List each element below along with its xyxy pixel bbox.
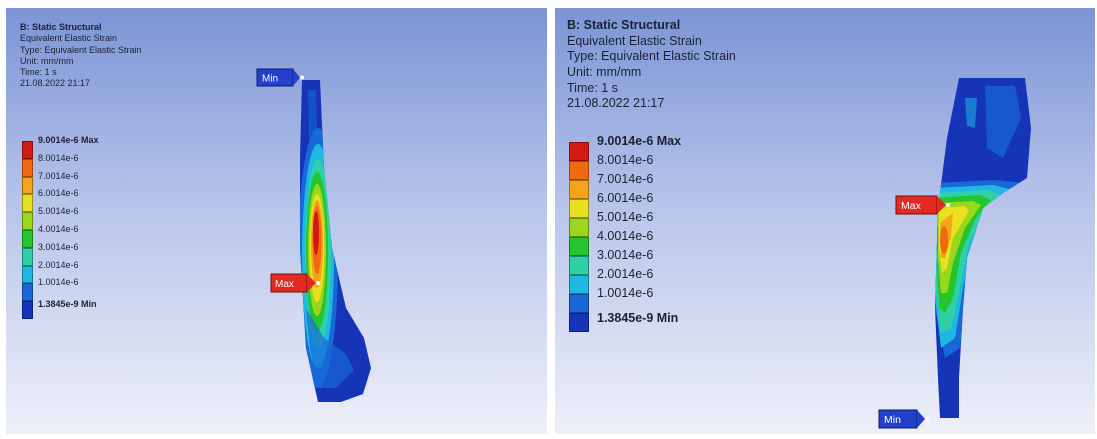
legend-swatch bbox=[22, 212, 33, 230]
legend-max-label: 9.0014e-6 Max bbox=[38, 135, 99, 145]
min-probe-tag[interactable]: Min bbox=[256, 68, 304, 87]
result-date: 21.08.2022 21:17 bbox=[20, 78, 91, 89]
result-type: Type: Equivalent Elastic Strain bbox=[20, 44, 142, 55]
legend-swatch bbox=[22, 194, 33, 213]
legend-label: 7.0014e-6 bbox=[38, 170, 79, 181]
legend-label: 4.0014e-6 bbox=[38, 223, 79, 234]
legend-label: 3.0014e-6 bbox=[597, 248, 654, 262]
result-info: B: Static Structural Equivalent Elastic … bbox=[20, 22, 142, 90]
max-probe-tag[interactable]: Max bbox=[895, 195, 950, 215]
legend-min-label: 1.3845e-9 Min bbox=[597, 311, 679, 325]
result-unit: Unit: mm/mm bbox=[20, 55, 74, 66]
legend-swatch bbox=[569, 237, 589, 256]
legend-label: 6.0014e-6 bbox=[597, 191, 654, 205]
color-legend[interactable]: 9.0014e-6 Max 8.0014e-6 7.0014e-6 6.0014… bbox=[22, 135, 99, 319]
left-viewport[interactable]: B: Static Structural Equivalent Elastic … bbox=[6, 8, 547, 434]
legend-min-label: 1.3845e-9 Min bbox=[38, 299, 97, 309]
legend-swatch bbox=[22, 176, 33, 195]
max-probe-tag[interactable]: Max bbox=[270, 273, 320, 293]
legend-swatch bbox=[22, 229, 33, 248]
max-tag-label: Max bbox=[901, 200, 922, 212]
legend-swatch bbox=[569, 294, 589, 313]
legend-swatch bbox=[569, 256, 589, 275]
legend-swatch bbox=[569, 199, 589, 218]
max-tag-label: Max bbox=[275, 279, 294, 290]
legend-swatch bbox=[569, 142, 589, 161]
legend-label: 6.0014e-6 bbox=[38, 188, 79, 199]
legend-label: 1.0014e-6 bbox=[38, 277, 79, 288]
result-unit: Unit: mm/mm bbox=[567, 64, 642, 79]
analysis-title: B: Static Structural bbox=[567, 18, 681, 32]
legend-label: 4.0014e-6 bbox=[597, 229, 654, 243]
legend-swatch bbox=[22, 247, 33, 266]
legend-label: 8.0014e-6 bbox=[38, 152, 79, 163]
legend-label: 5.0014e-6 bbox=[597, 210, 654, 224]
legend-label: 7.0014e-6 bbox=[597, 172, 654, 186]
legend-label: 1.0014e-6 bbox=[597, 286, 654, 300]
legend-swatch bbox=[22, 158, 33, 177]
legend-label: 5.0014e-6 bbox=[38, 206, 79, 217]
min-probe-tag[interactable]: Min bbox=[878, 409, 929, 429]
min-tag-label: Min bbox=[884, 414, 901, 426]
legend-label: 8.0014e-6 bbox=[597, 153, 654, 167]
legend-swatch bbox=[22, 301, 33, 319]
legend-swatch bbox=[569, 180, 589, 199]
min-tag-label: Min bbox=[262, 74, 278, 85]
legend-swatch bbox=[22, 283, 33, 302]
analysis-title: B: Static Structural bbox=[20, 22, 102, 32]
result-name: Equivalent Elastic Strain bbox=[567, 33, 702, 48]
legend-swatch bbox=[569, 313, 589, 332]
strain-contour-model[interactable]: Min Max bbox=[6, 8, 547, 434]
legend-swatch bbox=[22, 265, 33, 284]
legend-label: 2.0014e-6 bbox=[597, 267, 654, 281]
result-time: Time: 1 s bbox=[20, 67, 57, 77]
legend-label: 2.0014e-6 bbox=[38, 259, 79, 270]
result-info: B: Static Structural Equivalent Elastic … bbox=[567, 18, 736, 112]
legend-swatch bbox=[569, 275, 589, 294]
legend-max-label: 9.0014e-6 Max bbox=[597, 134, 682, 148]
right-viewport[interactable]: B: Static Structural Equivalent Elastic … bbox=[555, 8, 1095, 434]
result-time: Time: 1 s bbox=[567, 80, 618, 95]
result-name: Equivalent Elastic Strain bbox=[20, 33, 118, 44]
result-type: Type: Equivalent Elastic Strain bbox=[567, 49, 736, 64]
color-legend[interactable]: 9.0014e-6 Max 8.0014e-6 7.0014e-6 6.0014… bbox=[569, 134, 681, 332]
legend-swatch bbox=[569, 161, 589, 180]
legend-label: 3.0014e-6 bbox=[38, 241, 79, 252]
legend-swatch bbox=[22, 141, 33, 159]
strain-contour-model[interactable]: Max Min bbox=[555, 8, 1095, 434]
result-date: 21.08.2022 21:17 bbox=[567, 96, 665, 111]
legend-swatch bbox=[569, 218, 589, 237]
